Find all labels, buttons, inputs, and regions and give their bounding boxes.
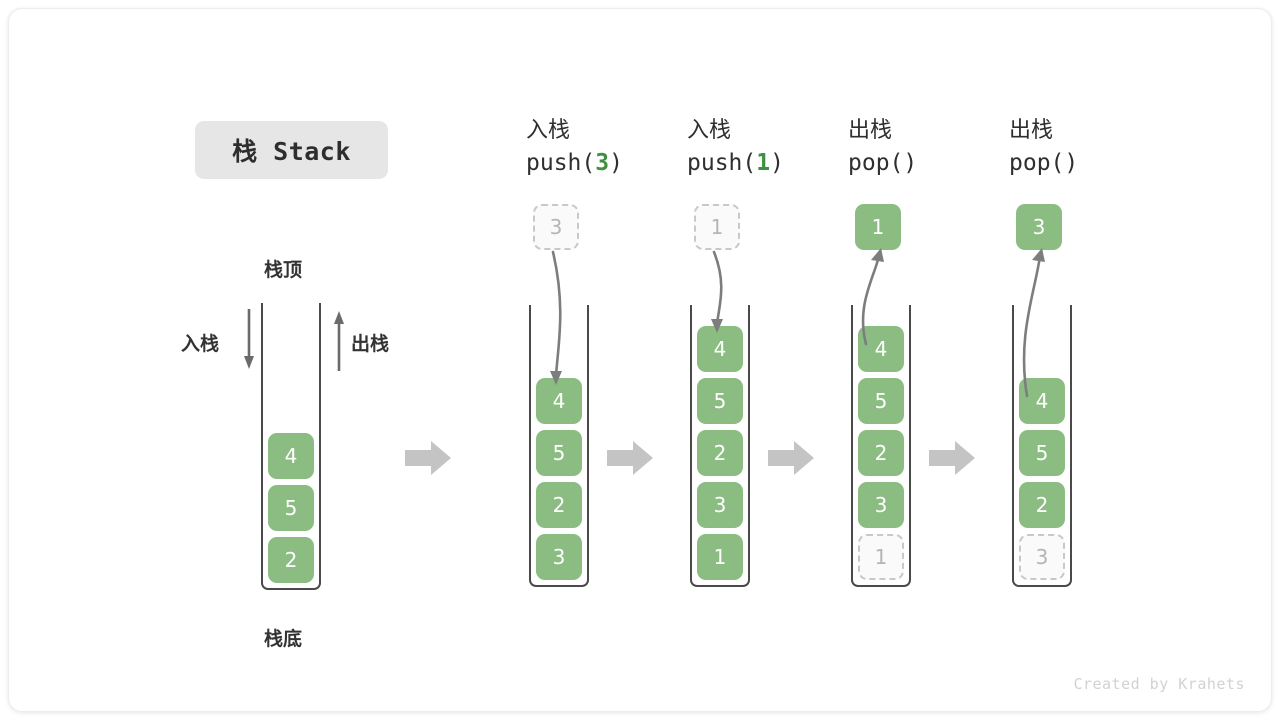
stage-stack-item: 4 — [1019, 378, 1065, 424]
stage-op-code: push(3) — [526, 147, 623, 180]
initial-stack-item: 4 — [268, 433, 314, 479]
initial-stack-items: 4 5 2 — [268, 433, 314, 583]
stage-stack-item: 5 — [697, 378, 743, 424]
stage-header-3: 出栈 pop() — [848, 115, 917, 180]
stage-stack-items: 4 5 2 3 1 — [697, 326, 743, 580]
stage-stack-item: 5 — [1019, 430, 1065, 476]
stage-stack-item: 4 — [858, 326, 904, 372]
op-code-arg: 1 — [756, 149, 771, 176]
stage-stack-frame-1: 4 5 2 3 — [529, 305, 589, 587]
stage-floating-box-3: 1 — [855, 204, 901, 250]
initial-stack-item: 2 — [268, 537, 314, 583]
stage-header-2: 入栈 push(1) — [687, 115, 784, 180]
stage-floating-box-1: 3 — [533, 204, 579, 250]
stage-op-label: 入栈 — [526, 118, 571, 143]
stage-stack-item: 3 — [858, 482, 904, 528]
diagram-card: 栈 Stack 栈顶 入栈 出栈 4 5 2 栈底 — [8, 8, 1272, 712]
title-badge: 栈 Stack — [195, 121, 388, 179]
stage-stack-frame-3: 4 5 2 3 1 — [851, 305, 911, 587]
op-code-suffix: ) — [1064, 149, 1079, 176]
stage-stack-frame-4: 4 5 2 3 — [1012, 305, 1072, 587]
stage-floating-box-4: 3 — [1016, 204, 1062, 250]
stage-stack-item: 2 — [697, 430, 743, 476]
stack-top-label: 栈顶 — [264, 259, 303, 281]
flow-arrow-0 — [405, 439, 451, 477]
stage-stack-item: 4 — [697, 326, 743, 372]
footer-credit: Created by Krahets — [1073, 675, 1245, 693]
stage-op-label: 出栈 — [1009, 118, 1054, 143]
stage-floating-box-2: 1 — [694, 204, 740, 250]
stage-stack-item: 3 — [536, 534, 582, 580]
stage-op-code: push(1) — [687, 147, 784, 180]
op-code-prefix: pop( — [848, 149, 904, 176]
stage-stack-items: 4 5 2 3 1 — [858, 326, 904, 580]
stage-stack-item: 5 — [536, 430, 582, 476]
op-code-prefix: push( — [687, 149, 757, 176]
op-code-suffix: ) — [609, 149, 623, 176]
op-code-prefix: pop( — [1009, 149, 1065, 176]
stage-header-4: 出栈 pop() — [1009, 115, 1078, 180]
title-badge-label: 栈 Stack — [232, 137, 351, 166]
op-code-suffix: ) — [903, 149, 918, 176]
stage-stack-item: 3 — [1019, 534, 1065, 580]
initial-stack-item: 5 — [268, 485, 314, 531]
stage-stack-item: 5 — [858, 378, 904, 424]
op-code-arg: 3 — [595, 149, 610, 176]
stage-stack-item: 3 — [697, 482, 743, 528]
flow-arrow-2 — [768, 439, 814, 477]
op-code-suffix: ) — [770, 149, 784, 176]
pop-direction-arrow-icon — [331, 309, 347, 371]
stage-stack-frame-2: 4 5 2 3 1 — [690, 305, 750, 587]
stage-stack-items: 4 5 2 3 — [1019, 378, 1065, 580]
flow-arrow-3 — [929, 439, 975, 477]
stage-stack-item: 4 — [536, 378, 582, 424]
op-code-prefix: push( — [526, 149, 596, 176]
stage-stack-item: 2 — [1019, 482, 1065, 528]
push-direction-label: 入栈 — [181, 333, 220, 355]
initial-stack-group: 栈顶 入栈 出栈 4 5 2 栈底 — [179, 249, 409, 650]
flow-arrow-1 — [607, 439, 653, 477]
pop-direction-label: 出栈 — [351, 333, 390, 355]
stage-op-label: 出栈 — [848, 118, 893, 143]
stage-stack-item: 2 — [858, 430, 904, 476]
stage-op-label: 入栈 — [687, 118, 732, 143]
push-direction-arrow-icon — [241, 309, 257, 371]
stage-stack-item: 1 — [858, 534, 904, 580]
stage-stack-item: 2 — [536, 482, 582, 528]
stage-header-1: 入栈 push(3) — [526, 115, 623, 180]
stage-stack-item: 1 — [697, 534, 743, 580]
initial-stack-frame: 4 5 2 — [261, 303, 321, 590]
stage-op-code: pop() — [848, 147, 917, 180]
stage-stack-items: 4 5 2 3 — [536, 378, 582, 580]
stage-op-code: pop() — [1009, 147, 1078, 180]
stack-bottom-label: 栈底 — [264, 628, 303, 650]
